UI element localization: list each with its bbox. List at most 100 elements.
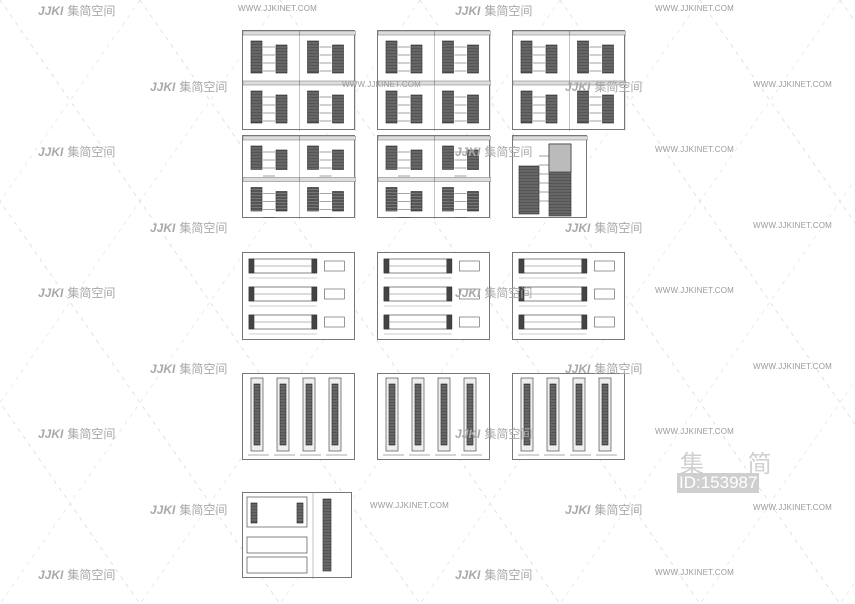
watermark-url: WWW.JJKINET.COM — [655, 4, 734, 13]
watermark-url: WWW.JJKINET.COM — [655, 568, 734, 577]
sheet-drawing — [383, 377, 482, 456]
watermark-logo-text: 集简空间 — [484, 286, 533, 300]
watermark-logo-text: 集简空间 — [594, 503, 643, 517]
drawing-sheet-section-set — [512, 373, 625, 460]
drawing-sheet-elevation-large — [512, 135, 589, 218]
watermark-url: WWW.JJKINET.COM — [370, 501, 449, 510]
sheet-drawing — [242, 135, 357, 219]
watermark-logo-mark: JJKI — [38, 145, 64, 159]
diagonal-line — [0, 402, 141, 604]
diagonal-line — [0, 0, 421, 604]
watermark-logo-mark: JJKI — [38, 4, 64, 18]
drawing-sheet-elevation-set — [242, 135, 357, 219]
watermark-logo-mark: JJKI — [150, 503, 176, 517]
watermark-logo-text: 集简空间 — [594, 80, 643, 94]
watermark-url: WWW.JJKINET.COM — [342, 80, 421, 89]
watermark-logo-text: 集简空间 — [594, 221, 643, 235]
watermark-logo-mark: JJKI — [455, 286, 481, 300]
watermark-logo-mark: JJKI — [565, 80, 591, 94]
watermark-logo-text: 集简空间 — [484, 145, 533, 159]
watermark-url: WWW.JJKINET.COM — [753, 503, 832, 512]
sheet-drawing — [242, 30, 357, 131]
watermark-logo-mark: JJKI — [565, 362, 591, 376]
sheet-drawing — [518, 377, 617, 456]
diagonal-line — [419, 0, 841, 604]
drawing-sheet-plan-set — [242, 252, 355, 340]
sheet-drawing — [512, 135, 589, 217]
watermark-logo-text: 集简空间 — [484, 568, 533, 582]
watermark-url: WWW.JJKINET.COM — [753, 362, 832, 371]
watermark-logo-text: 集简空间 — [179, 503, 228, 517]
watermark-logo-mark: JJKI — [150, 221, 176, 235]
drawing-sheet-elevation-set — [377, 135, 492, 219]
watermark-logo-text: 集简空间 — [179, 221, 228, 235]
watermark-logo-text: 集简空间 — [179, 362, 228, 376]
diagonal-line — [699, 0, 855, 224]
diagonal-line — [0, 0, 281, 404]
sheet-drawing — [377, 30, 492, 131]
diagonal-line — [839, 0, 855, 23]
watermark-logo-mark: JJKI — [38, 286, 64, 300]
id-badge: ID:153987 — [677, 473, 760, 493]
watermark-logo-text: 集简空间 — [67, 568, 116, 582]
sheet-drawing — [248, 258, 345, 335]
watermark-logo-mark: JJKI — [455, 568, 481, 582]
sheet-drawing — [246, 493, 332, 579]
drawing-sheet-elevation-set — [242, 30, 357, 131]
drawing-sheet-plan-set — [377, 252, 490, 340]
drawing-sheet-detail-set — [242, 492, 352, 579]
drawing-sheet-elevation-set — [377, 30, 492, 131]
watermark-logo-mark: JJKI — [38, 568, 64, 582]
diagonal-line — [559, 179, 855, 604]
diagonal-line — [0, 0, 141, 202]
watermark-logo-mark: JJKI — [150, 362, 176, 376]
watermark-logo-mark: JJKI — [565, 221, 591, 235]
watermark-url: WWW.JJKINET.COM — [238, 4, 317, 13]
watermark-url: WWW.JJKINET.COM — [655, 286, 734, 295]
watermark-logo-text: 集简空间 — [484, 427, 533, 441]
drawing-sheet-section-set — [377, 373, 490, 460]
watermark-logo-mark: JJKI — [38, 427, 64, 441]
drawing-sheet-plan-set — [512, 252, 625, 340]
watermark-logo-mark: JJKI — [455, 145, 481, 159]
watermark-url: WWW.JJKINET.COM — [753, 80, 832, 89]
watermark-logo-text: 集简空间 — [484, 4, 533, 18]
diagonal-line — [839, 581, 855, 604]
sheet-drawing — [248, 377, 347, 456]
watermark-logo-text: 集简空间 — [179, 80, 228, 94]
watermark-logo-text: 集简空间 — [67, 145, 116, 159]
sheet-drawing — [383, 258, 480, 335]
watermark-logo-mark: JJKI — [565, 503, 591, 517]
sheet-drawing — [518, 258, 615, 335]
diagonal-line — [139, 0, 561, 604]
watermark-url: WWW.JJKINET.COM — [753, 221, 832, 230]
watermark-url: WWW.JJKINET.COM — [655, 427, 734, 436]
watermark-logo-text: 集简空间 — [67, 427, 116, 441]
watermark-logo-mark: JJKI — [150, 80, 176, 94]
watermark-logo-mark: JJKI — [455, 427, 481, 441]
watermark-logo-mark: JJKI — [455, 4, 481, 18]
drawing-sheet-section-set — [242, 373, 355, 460]
watermark-logo-text: 集简空间 — [67, 4, 116, 18]
diagonal-line — [0, 200, 281, 604]
diagonal-line — [699, 380, 855, 604]
